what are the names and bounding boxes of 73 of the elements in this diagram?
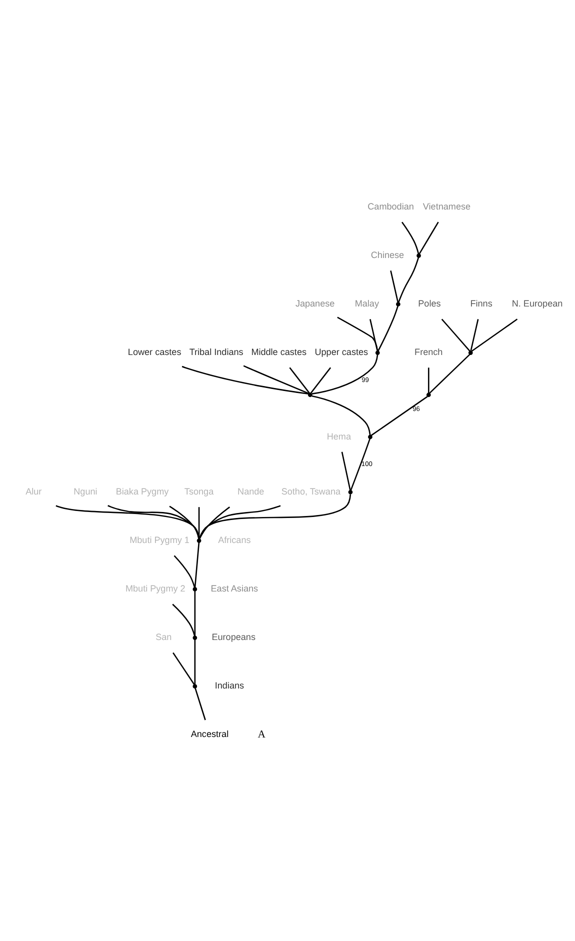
node-text: Upper castes [314,346,368,357]
node-text: Alur [26,486,42,496]
node-text: Mbuti Pygmy 1 [130,534,190,544]
connector [198,504,281,538]
node-text: Middle castes [251,346,307,357]
connector [56,504,200,538]
connector [174,554,196,588]
node-point [348,489,353,494]
connector [194,542,200,587]
connector [398,256,420,302]
node-point [375,350,380,354]
node-text: Tribal Indians [189,346,244,357]
connector [350,438,370,490]
node-point [308,392,312,397]
node-text: Japanese [295,298,335,308]
connector [108,504,200,538]
node-text: Sotho, Tswana [281,486,341,496]
node-text: Hema [326,430,352,441]
connector [194,639,196,684]
node-text: Poles [418,298,441,308]
connector [198,506,200,538]
connector [199,506,230,539]
connector [429,353,470,394]
connector [169,505,200,538]
connector [310,366,332,393]
node-text: Nande [238,486,264,496]
connector [194,590,196,636]
connector [341,451,351,490]
legend-label: Indians [214,680,244,690]
connector [370,318,378,350]
node-text: Finns [470,298,492,308]
legend-label: East Asians [210,583,258,594]
connector [471,318,518,352]
connector [337,316,378,350]
node-text: Mbuti Pygmy 2 [125,583,186,594]
connector [378,305,398,351]
connector [441,318,470,352]
node-text: Ancestral [190,728,229,739]
connector [194,688,206,720]
node-text: French [414,346,443,357]
connector [418,221,439,254]
node-point [192,684,198,688]
node-point [426,392,431,397]
node-text: San [156,632,172,642]
node-point [368,434,372,439]
connector [401,221,420,254]
node-text: Nguni [74,486,98,496]
connector [428,367,430,393]
connector [289,366,310,393]
node-text: Vietnamese [422,200,471,211]
connector [243,364,310,394]
connector [312,354,378,394]
node-point [396,302,400,306]
node-text: Malay [354,298,379,308]
legend-label: Europeans [212,632,256,642]
connector [470,318,479,350]
node-text: Lower castes [128,346,182,357]
connector [172,652,195,684]
node-text: Cambodian [368,200,414,211]
connector [182,365,309,394]
node-text: Chinese [370,249,404,260]
label: A [258,728,266,740]
node-text: Biaka Pygmy [116,486,169,496]
node-point [416,252,421,258]
node-text: N. European [512,298,563,308]
connector [390,270,399,302]
connector [312,394,371,435]
connector [198,494,352,539]
node-text: Tsonga [184,486,214,496]
connector [172,603,196,636]
connector [370,396,428,436]
legend-label: Africans [218,534,251,544]
node-point [468,350,473,354]
